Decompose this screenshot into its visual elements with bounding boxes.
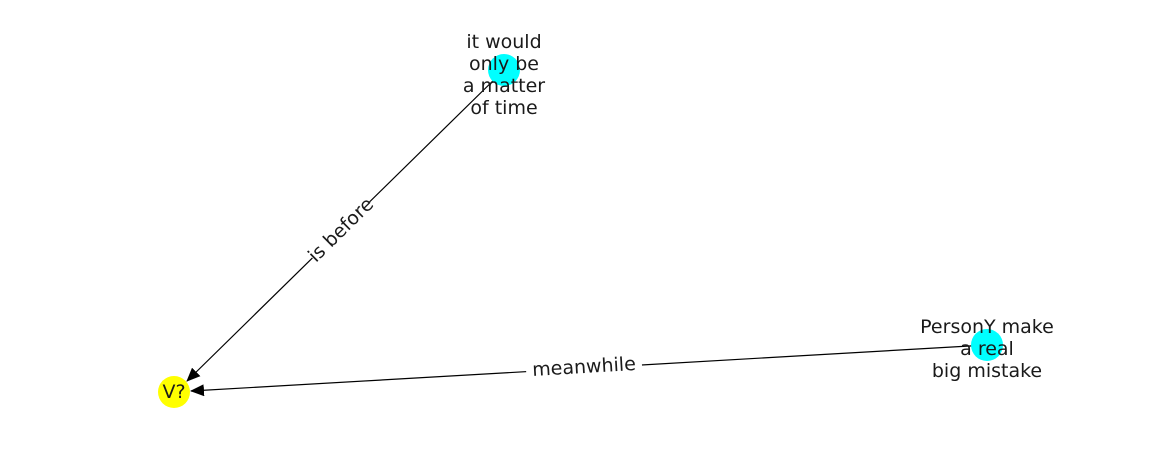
node-mistake-label-line-1: PersonY make <box>920 316 1054 338</box>
node-mistake-label-line-2: a real <box>960 338 1014 360</box>
node-mistake-circle <box>971 329 1003 361</box>
node-time: it would only be a matter of time <box>463 31 545 119</box>
node-time-label-line-4: of time <box>470 97 537 119</box>
node-mistake-label-line-3: big mistake <box>932 360 1042 382</box>
node-query-circle <box>158 376 190 408</box>
edge-mistake-to-query: meanwhile <box>190 344 988 397</box>
node-time-circle <box>488 54 520 86</box>
node-time-label-line-2: only be <box>469 53 539 75</box>
edge-time-to-query: is before <box>186 69 505 382</box>
node-query: V? <box>158 376 190 408</box>
edge-label-background <box>525 350 643 384</box>
node-time-label-line-1: it would <box>466 31 541 53</box>
edge-label-is-before: is before <box>304 193 378 266</box>
node-time-label-line-3: a matter <box>463 75 545 97</box>
node-mistake: PersonY make a real big mistake <box>920 316 1054 382</box>
node-query-label: V? <box>162 381 185 403</box>
edge-label-background <box>303 192 379 268</box>
